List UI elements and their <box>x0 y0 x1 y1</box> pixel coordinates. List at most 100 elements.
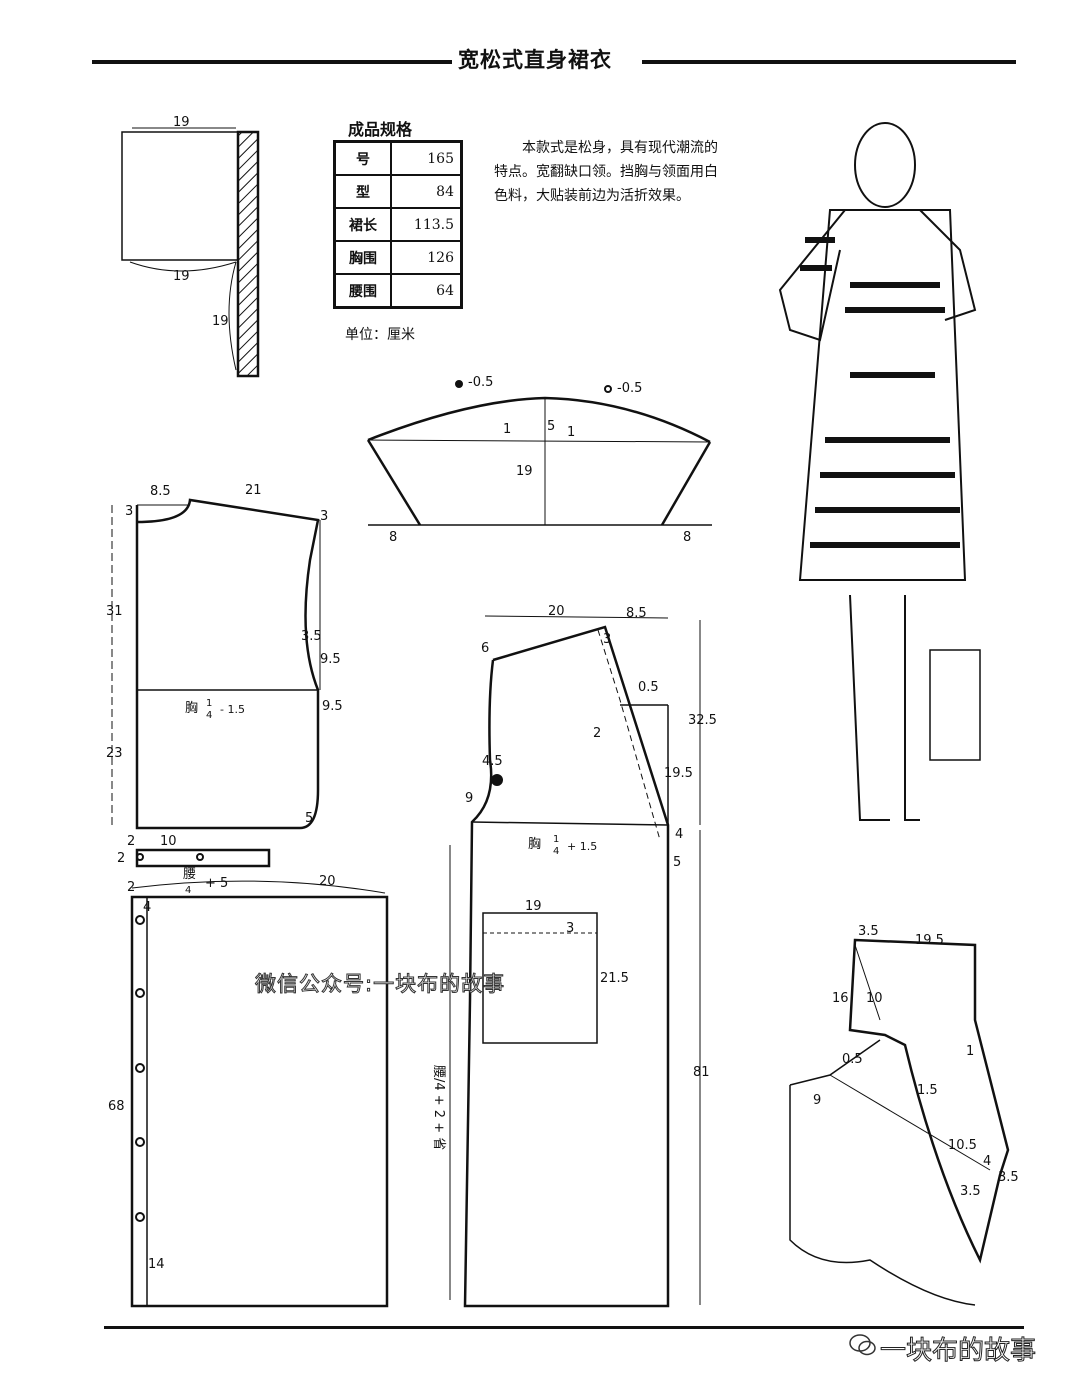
spec-label: 号 <box>333 140 392 176</box>
wechat-icon <box>849 1334 876 1356</box>
front-m5: 5 <box>673 855 681 870</box>
front-frac-den: 4 <box>553 846 559 857</box>
back-skirt-pattern <box>130 880 389 1308</box>
sleeve-left-base: 8 <box>389 530 397 545</box>
fashion-figure <box>778 122 981 821</box>
waistband-w1: 2 <box>127 834 135 849</box>
front-m4: 4 <box>675 827 683 842</box>
pocket-height: 21.5 <box>600 971 629 986</box>
top-left-piece <box>121 127 260 378</box>
watermark-text: 微信公众号:一块布的故事 <box>254 972 506 997</box>
back-chest-frac-num: 1 <box>206 698 212 709</box>
spec-value: 126 <box>390 240 463 275</box>
pocket-width: 19 <box>525 899 542 914</box>
spec-value: 84 <box>390 174 463 209</box>
sleeve-left-mark: -0.5 <box>468 375 493 390</box>
back-skirt-top: 4 <box>143 900 151 915</box>
spec-label: 腰围 <box>333 273 392 309</box>
back-armhole-35: 3.5 <box>301 629 322 644</box>
collar-c35b: 3.5 <box>998 1170 1019 1185</box>
back-neck-w: 8.5 <box>150 484 171 499</box>
front-m9: 9 <box>465 791 473 806</box>
front-n6: 6 <box>481 641 489 656</box>
front-frac-num: 1 <box>553 834 559 845</box>
title-rule-left <box>92 60 452 64</box>
collar-c9: 9 <box>813 1093 821 1108</box>
waistband-waist: 腰 <box>183 867 196 882</box>
waistband-len: 10 <box>160 834 177 849</box>
waistband-pattern <box>135 848 271 868</box>
collar-c1: 1 <box>966 1044 974 1059</box>
collar-c195: 19.5 <box>915 933 944 948</box>
collar-c16: 16 <box>832 991 849 1006</box>
collar-c10: 10 <box>866 991 883 1006</box>
collar-c4: 4 <box>983 1154 991 1169</box>
pocket-top: 3 <box>566 921 574 936</box>
front-m195: 19.5 <box>664 766 693 781</box>
front-side-formula: 腰/4 + 2 + 省 <box>431 1065 446 1150</box>
waistband-w2: 2 <box>117 851 125 866</box>
collar-c35c: 3.5 <box>960 1184 981 1199</box>
front-w85: 8.5 <box>626 606 647 621</box>
back-lower: 23 <box>106 746 123 761</box>
front-m2: 2 <box>593 726 601 741</box>
collar-c105: 10.5 <box>948 1138 977 1153</box>
page-title: 宽松式直身裙衣 <box>458 47 612 72</box>
sleeve-right-base: 8 <box>683 530 691 545</box>
spec-value: 64 <box>390 273 463 309</box>
sleeve-height: 19 <box>516 464 533 479</box>
sleeve-center: 5 <box>547 419 555 434</box>
sleeve-l1: 1 <box>503 422 511 437</box>
spec-unit: 单位：厘米 <box>345 327 415 343</box>
back-corner: 5 <box>305 811 313 826</box>
spec-table-title: 成品规格 <box>348 120 413 139</box>
top-piece-side-label: 19 <box>212 314 229 329</box>
spec-value: 165 <box>390 140 463 176</box>
collar-c15: 1.5 <box>917 1083 938 1098</box>
back-skirt-height: 68 <box>108 1099 125 1114</box>
front-skirt-length: 81 <box>693 1065 710 1080</box>
waistband-waist-den: 4 <box>185 885 191 896</box>
front-m05: 0.5 <box>638 680 659 695</box>
back-chest-label: 胸 <box>185 701 198 716</box>
footer-rule <box>104 1326 1024 1329</box>
spec-value: 113.5 <box>390 207 463 242</box>
back-b95: 9.5 <box>322 699 343 714</box>
back-upper: 31 <box>106 604 123 619</box>
front-w20: 20 <box>548 604 565 619</box>
back-chest-frac-den: 4 <box>206 710 212 721</box>
back-shoulder-d: 3 <box>320 509 328 524</box>
front-pattern <box>449 615 701 1308</box>
front-m45: 4.5 <box>482 754 503 769</box>
sleeve-right-mark: -0.5 <box>617 381 642 396</box>
top-piece-bottom-label: 19 <box>173 269 190 284</box>
collar-c35: 3.5 <box>858 924 879 939</box>
collar-c05: 0.5 <box>842 1052 863 1067</box>
waistband-plus5: + 5 <box>205 876 228 891</box>
spec-label: 胸围 <box>333 240 392 275</box>
back-a95: 9.5 <box>320 652 341 667</box>
spec-label: 型 <box>333 174 392 209</box>
back-shoulder: 21 <box>245 483 262 498</box>
footer-brand: 一块布的故事 <box>879 1336 1037 1367</box>
back-chest-adj: - 1.5 <box>220 703 245 716</box>
back-neck-d: 3 <box>125 504 133 519</box>
collar-pattern <box>789 938 1010 1306</box>
front-adj: + 1.5 <box>567 840 597 853</box>
back-bodice-pattern <box>111 498 321 830</box>
front-chest-label: 胸 <box>528 837 541 852</box>
waistband-w20: 20 <box>319 874 336 889</box>
front-h325: 32.5 <box>688 713 717 728</box>
style-description: 本款式是松身，具有现代潮流的特点。宽翻缺口领。挡胸与领面用白色料，大贴装前边为活… <box>494 140 718 204</box>
top-piece-top-label: 19 <box>173 115 190 130</box>
back-skirt-bottom: 14 <box>148 1257 165 1272</box>
sleeve-r1: 1 <box>567 425 575 440</box>
front-n3: 3 <box>603 632 611 647</box>
